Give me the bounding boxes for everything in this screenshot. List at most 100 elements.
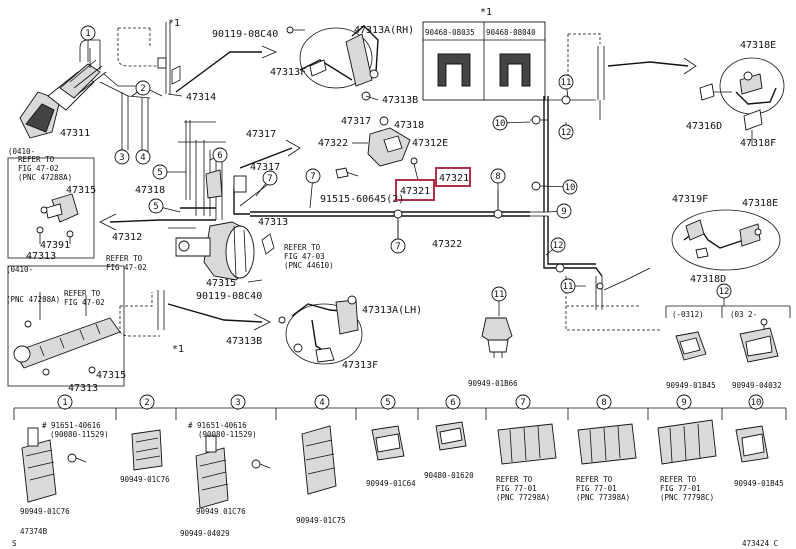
part-47317-label-a[interactable]: 47317 (246, 129, 276, 140)
clip-90949-01b66-label[interactable]: 90949-01B66 (468, 379, 518, 388)
callout-11-17[interactable]: 11 (560, 278, 586, 294)
callout-5-4[interactable]: 5 (152, 164, 186, 180)
callout-11-18[interactable]: 11 (491, 286, 507, 316)
clip-90480-01620-label[interactable]: 90480-01620 (424, 471, 474, 480)
callout-6-25[interactable]: 6 (445, 394, 461, 410)
callout-4-23[interactable]: 4 (314, 394, 330, 410)
callout-9-11[interactable]: 9 (547, 203, 572, 219)
part-47313f-bot-label[interactable]: 47313F (342, 360, 378, 371)
clip-90949-04032-label[interactable]: 90949-04032 (732, 381, 782, 390)
clip-table-90468 (422, 21, 546, 101)
bracket-47315-group (36, 193, 79, 244)
clip-90949-01c76-b-label[interactable]: 90949-01C76 (120, 475, 170, 484)
callout-10-13[interactable]: 10 (539, 179, 578, 195)
note-mark: *1 (168, 18, 180, 29)
part-47322-label-a[interactable]: 47322 (318, 138, 348, 149)
front-hose-lh-assembly (278, 295, 363, 365)
clip-90949-04032 (739, 318, 779, 363)
clip-90468-08040-label[interactable]: 90468-08040 (486, 28, 536, 37)
callout-10-29[interactable]: 10 (748, 394, 764, 410)
callout-4-3[interactable]: 4 (135, 149, 151, 165)
callout-11-14[interactable]: 11 (558, 74, 574, 99)
bolt-91515-label[interactable]: 91515-60645(2) (320, 194, 404, 205)
svg-text:11: 11 (563, 282, 574, 292)
clip-90949-01b45-a-label[interactable]: 90949-01B45 (666, 381, 716, 390)
note-mark-table: *1 (480, 7, 492, 18)
part-47318e-top-label[interactable]: 47318E (740, 40, 776, 51)
clip-90949-01c75-label[interactable]: 90949-01C75 (296, 516, 346, 525)
callout-12-16[interactable]: 12 (545, 237, 566, 256)
highlight-box-47321[interactable] (395, 179, 435, 201)
callout-7-6[interactable]: 7 (255, 170, 278, 197)
callout-9-28[interactable]: 9 (676, 394, 692, 410)
clip-90468-08035-label[interactable]: 90468-08035 (425, 28, 475, 37)
part-47313-label-l[interactable]: 47313 (26, 251, 56, 262)
part-47315-label-c[interactable]: 47315 (206, 278, 236, 289)
bolt-90119-bot-label[interactable]: 90119-08C40 (196, 291, 262, 302)
callout-1-0[interactable]: 1 (80, 25, 96, 62)
callout-7-26[interactable]: 7 (515, 394, 531, 410)
part-47317-label-b[interactable]: 47317 (250, 162, 280, 173)
clip-47374b-label[interactable]: 47374B (20, 527, 48, 536)
part-47312e-label[interactable]: 47312E (412, 138, 448, 149)
part-47314-label[interactable]: 47314 (186, 92, 216, 103)
part-47317-center-label[interactable]: 47317 (341, 116, 371, 127)
part-47321-label-a[interactable]: 47321 (400, 186, 430, 197)
callout-7-9[interactable]: 7 (305, 168, 321, 209)
callout-1-20[interactable]: 1 (57, 394, 73, 410)
callout-8-10[interactable]: 8 (490, 168, 506, 208)
part-47313-label-bl[interactable]: 47313 (68, 383, 98, 394)
part-47312-label[interactable]: 47312 (112, 232, 142, 243)
clip-90080-b-label[interactable]: (90080-11529) (198, 430, 257, 439)
part-47313b-top-label[interactable]: 47313B (382, 95, 418, 106)
svg-text:6: 6 (450, 398, 455, 408)
highlight-box-47321-alt[interactable] (435, 167, 471, 187)
ref-fig4703-3: (PNC 44610) (284, 261, 334, 270)
date-0410-label: (0410- (8, 147, 35, 156)
clip-90949-01c76-c-label[interactable]: 90949 01C76 (196, 507, 246, 516)
clip-90949-04029-label[interactable]: 90949-04029 (180, 529, 230, 538)
part-47315-label-b[interactable]: 47315 (96, 370, 126, 381)
callout-2-1[interactable]: 2 (131, 80, 151, 97)
callout-3-2[interactable]: 3 (114, 148, 130, 165)
part-47318-label-a[interactable]: 47318 (135, 185, 165, 196)
svg-text:8: 8 (495, 172, 500, 182)
part-47318-center-label[interactable]: 47318 (394, 120, 424, 131)
callout-2-21[interactable]: 2 (139, 394, 155, 410)
clip-90949-01c64-label[interactable]: 90949-01C64 (366, 479, 416, 488)
part-47318e-bot-label[interactable]: 47318E (742, 198, 778, 209)
part-47311-label[interactable]: 47311 (60, 128, 90, 139)
callout-12-15[interactable]: 12 (558, 122, 574, 140)
callout-8-27[interactable]: 8 (596, 394, 612, 410)
callout-12-19[interactable]: 12 (716, 283, 732, 306)
part-47313a-lh-label[interactable]: 47313A(LH) (362, 305, 422, 316)
callout-5-24[interactable]: 5 (380, 394, 396, 410)
callout-3-22[interactable]: 3 (230, 394, 246, 410)
part-47322-label-b[interactable]: 47322 (432, 239, 462, 250)
callout-7-8[interactable]: 7 (390, 220, 406, 254)
part-47313-label[interactable]: 47313 (258, 217, 288, 228)
clip-91651-a-label[interactable]: # 91651-40616 (42, 421, 101, 430)
part-47313f-top-label[interactable]: 47313F (270, 67, 306, 78)
part-47313a-rh-label[interactable]: 47313A(RH) (354, 25, 414, 36)
svg-text:2: 2 (144, 398, 149, 408)
clip-90080-a-label[interactable]: (90080-11529) (50, 430, 109, 439)
part-47391-label[interactable]: 47391 (40, 240, 70, 251)
clip-90949-01b45-b-label[interactable]: 90949-01B45 (734, 479, 784, 488)
part-47315-label-l[interactable]: 47315 (66, 185, 96, 196)
callout-6-5[interactable]: 6 (209, 147, 228, 163)
note-mark-bottom: *1 (172, 344, 184, 355)
part-47313b-bot-label[interactable]: 47313B (226, 336, 262, 347)
part-47319f-label[interactable]: 47319F (672, 194, 708, 205)
callout-5-7[interactable]: 5 (148, 198, 181, 214)
bolt-90119-top-label[interactable]: 90119-08C40 (212, 29, 278, 40)
part-47321-label-b[interactable]: 47321 (439, 173, 469, 184)
clip-90949-01c76-a-label[interactable]: 90949-01C76 (20, 507, 70, 516)
clip-91651-b-label[interactable]: # 91651-40616 (188, 421, 247, 430)
svg-text:1: 1 (85, 29, 90, 39)
ref-fig4702-a-1: REFER TO (18, 155, 55, 164)
callout-10-12[interactable]: 10 (492, 115, 531, 131)
part-47316d-label[interactable]: 47316D (686, 121, 722, 132)
part-47318d-label[interactable]: 47318D (690, 274, 726, 285)
part-47318f-label[interactable]: 47318F (740, 138, 776, 149)
